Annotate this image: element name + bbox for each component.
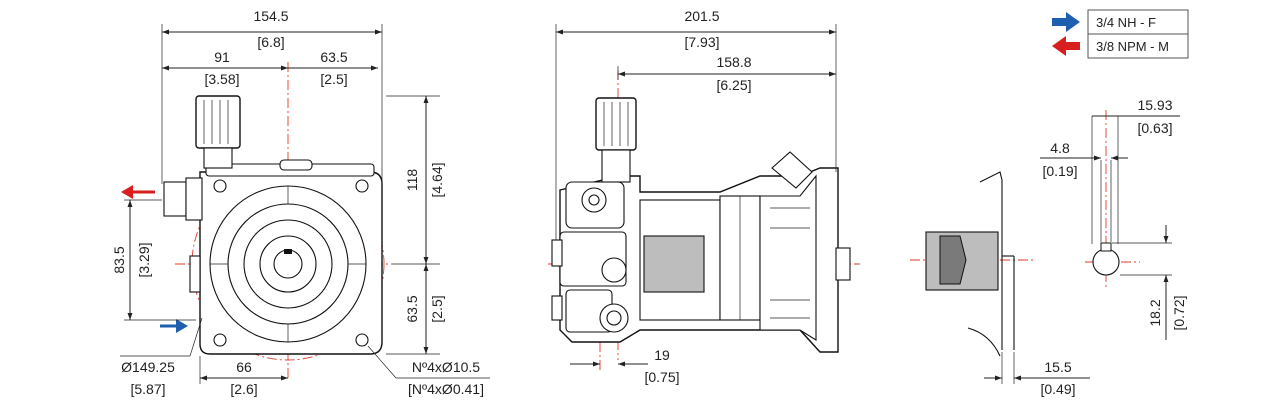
side-window <box>643 235 705 293</box>
dim-lower-height-in: [2.5] <box>429 295 445 322</box>
inlet-arrow-icon <box>176 319 188 333</box>
dim-shaft-offset: 15.5 <box>1044 359 1071 375</box>
dim-body-length-in: [6.25] <box>716 77 751 93</box>
shaft-detail: 15.5 [0.49] <box>910 171 1090 397</box>
mount-hole-tr <box>355 179 369 193</box>
dim-key-height-in: [0.72] <box>1171 295 1187 330</box>
side-flange <box>759 174 817 341</box>
dim-lower-height: 63.5 <box>404 295 420 322</box>
dim-shaft-offset-in: [0.49] <box>1040 381 1075 397</box>
side-view: 201.5 [7.93] 158.8 [6.25] 19 [0.75] <box>548 8 860 385</box>
key-shaft-circle <box>1092 248 1120 276</box>
dim-inlet-offset-in: [0.75] <box>644 369 679 385</box>
outlet-arrow-icon <box>121 185 133 199</box>
dim-inlet-offset: 19 <box>654 347 670 363</box>
dim-holes-in: [Nº4xØ0.41] <box>408 381 484 397</box>
dim-overall-width: 154.5 <box>253 8 288 24</box>
dim-right-offset: 63.5 <box>320 49 347 65</box>
dim-base-offset: 66 <box>236 359 252 375</box>
arrow-right-icon <box>1052 12 1080 32</box>
key-slot <box>1100 242 1112 252</box>
dim-right-offset-in: [2.5] <box>320 71 347 87</box>
dim-overall-width-in: [6.8] <box>257 34 284 50</box>
dim-key-height: 18.2 <box>1147 299 1163 326</box>
side-shaft <box>835 247 851 281</box>
dim-key-width-total-in: [0.63] <box>1137 120 1172 136</box>
dim-bolt-circle-in: [5.87] <box>130 381 165 397</box>
side-unloader-knob <box>595 97 637 151</box>
dim-overall-length-in: [7.93] <box>684 34 719 50</box>
legend-box-1 <box>1087 9 1189 35</box>
key-detail: 15.93 [0.63] 4.8 [0.19] 18.2 [0.72] <box>1040 97 1187 340</box>
unloader-knob <box>195 95 241 149</box>
mount-hole-tl <box>213 179 227 193</box>
dim-key-width-total: 15.93 <box>1137 97 1172 113</box>
oil-cap <box>771 151 813 189</box>
dim-bolt-circle: Ø149.25 <box>121 359 175 375</box>
dim-left-offset: 91 <box>214 49 230 65</box>
dim-port-spacing: 83.5 <box>111 246 127 273</box>
legend: 3/4 NH - F 3/8 NPM - M <box>1052 9 1189 59</box>
outlet-fitting <box>163 181 187 217</box>
dim-holes: Nº4xØ10.5 <box>412 359 480 375</box>
front-shaft-key <box>284 249 292 254</box>
dim-port-spacing-in: [3.29] <box>136 242 152 277</box>
dim-key-width: 4.8 <box>1050 140 1070 156</box>
dim-overall-length: 201.5 <box>684 8 719 24</box>
front-boss <box>279 159 313 171</box>
dim-base-offset-in: [2.6] <box>230 381 257 397</box>
dim-upper-height: 118 <box>404 169 420 192</box>
front-view: 154.5 [6.8] 91 [3.58] 63.5 [2.5] 118 [4.… <box>111 8 490 397</box>
unloader-body <box>203 147 233 169</box>
dim-key-width-in: [0.19] <box>1042 163 1077 179</box>
front-shaft <box>273 249 303 279</box>
dim-upper-height-in: [4.64] <box>429 162 445 197</box>
legend-label-1: 3/4 NH - F <box>1096 15 1156 30</box>
dim-body-length: 158.8 <box>716 54 751 70</box>
mount-hole-br <box>355 333 369 347</box>
dim-left-offset-in: [3.58] <box>204 71 239 87</box>
legend-label-2: 3/8 NPM - M <box>1096 39 1169 54</box>
outlet-nut <box>185 177 203 221</box>
legend-box-2 <box>1087 33 1189 59</box>
mount-hole-bl <box>213 333 227 347</box>
arrow-left-icon <box>1052 36 1080 56</box>
